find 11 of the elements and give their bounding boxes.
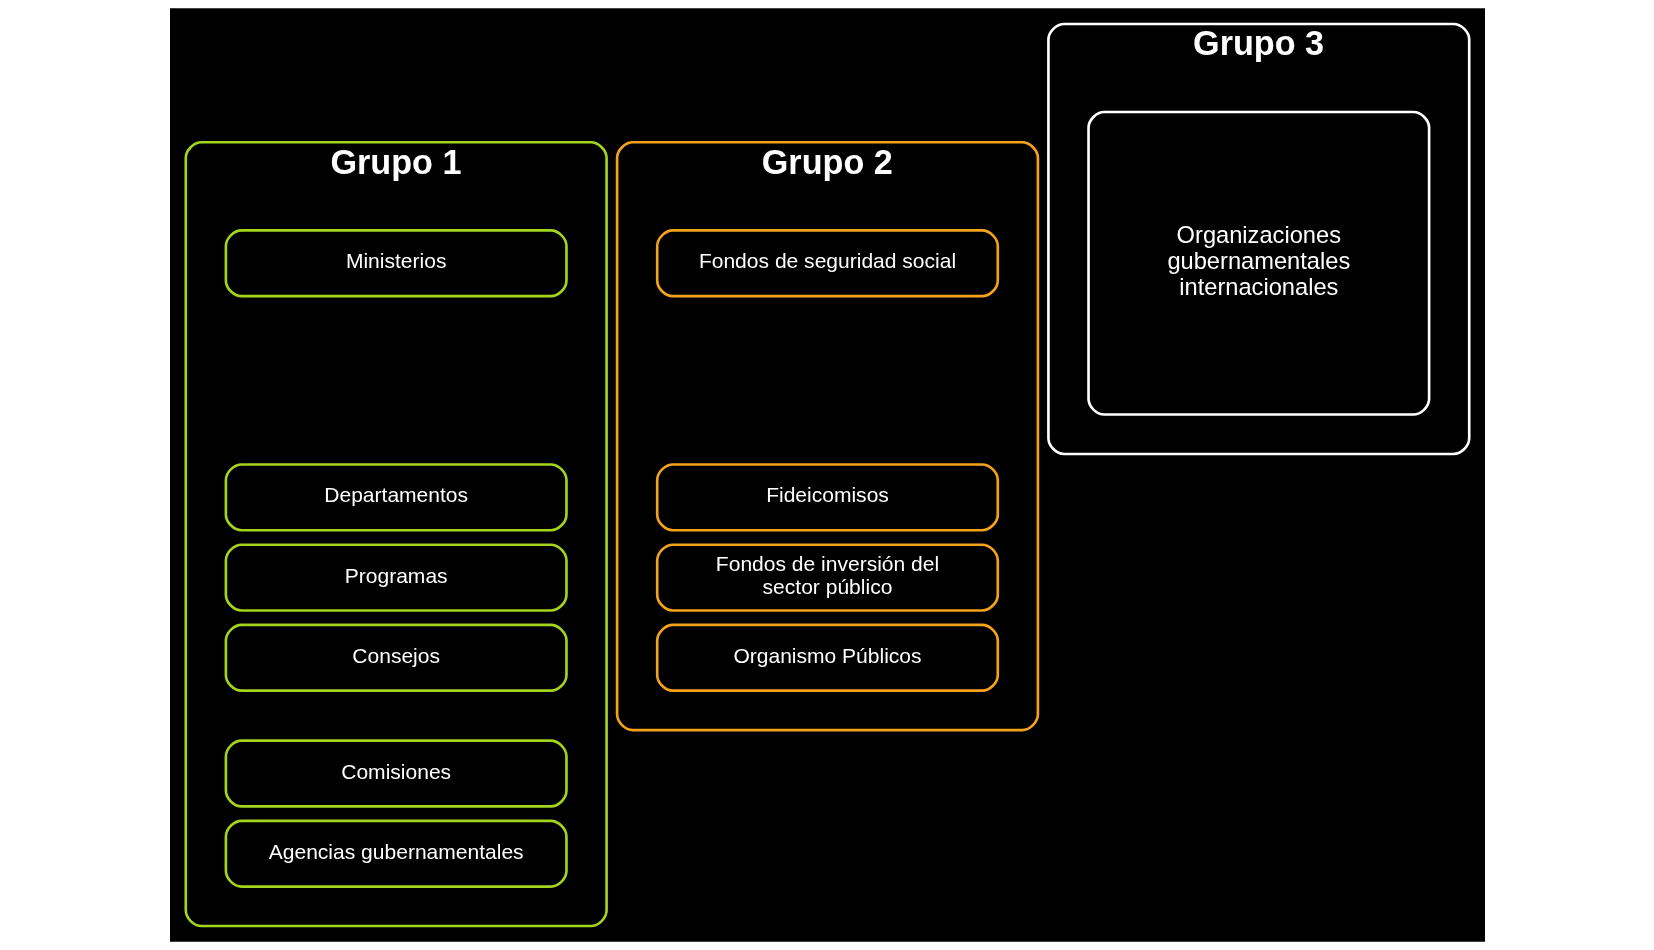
node-box: Fondos de seguridad social — [655, 229, 999, 298]
node-box: Consejos — [224, 623, 568, 692]
node-box: Comisiones — [224, 739, 568, 808]
node-box: Organismo Públicos — [655, 623, 999, 692]
node-box: Organizaciones gubernamentales internacionales — [1086, 110, 1430, 416]
node-box: Departamentos — [224, 463, 568, 532]
node-box: Fondos de inversión del sector público — [655, 543, 999, 612]
node-box: Programas — [224, 543, 568, 612]
node-box: Ministerios — [224, 229, 568, 298]
node-box: Agencias gubernamentales — [224, 819, 568, 888]
node-box: Fideicomisos — [655, 463, 999, 532]
